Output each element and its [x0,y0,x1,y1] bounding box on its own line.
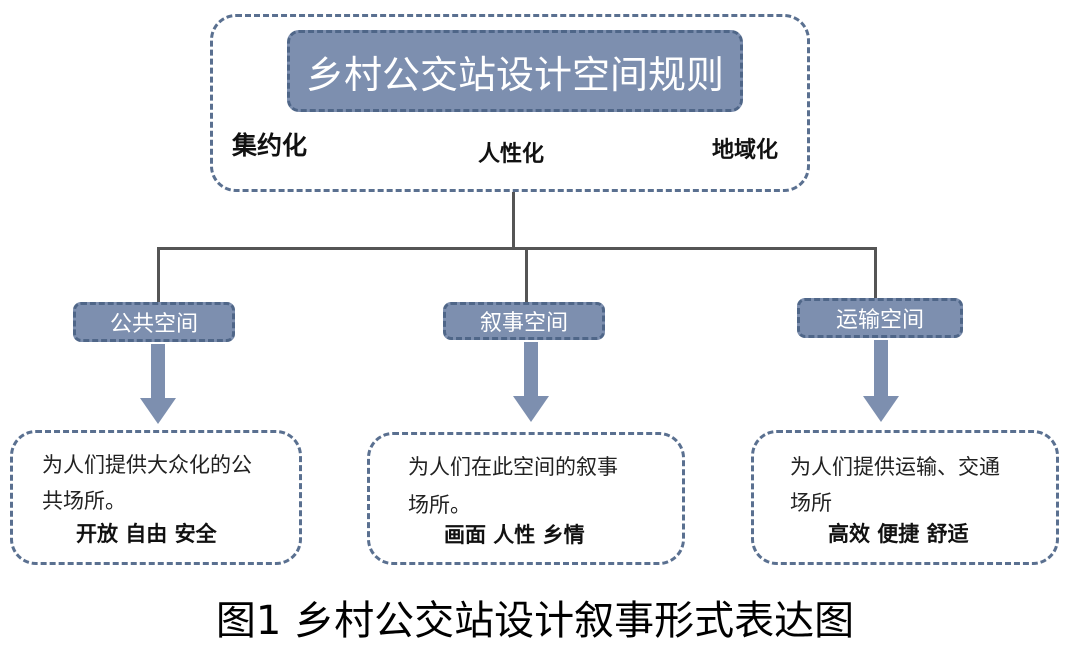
category-transport-space: 运输空间 [797,298,963,338]
principle-humanized: 人性化 [478,142,545,167]
principle-intensive: 集约化 [232,131,308,160]
public-space-box [10,430,302,565]
connector-trunk [512,192,515,249]
public-space-desc-line1: 为人们提供大众化的公 [42,453,252,477]
connector-middle [525,247,528,303]
connector-horizontal [157,247,877,250]
arrow-down-icon [513,342,549,422]
transport-space-desc-line1: 为人们提供运输、交通 [790,455,1000,479]
principle-regional: 地域化 [712,138,779,163]
transport-space-desc-line2: 场所 [790,491,832,515]
public-space-desc-line2: 共场所。 [42,489,126,513]
rules-container [210,14,810,192]
arrow-down-icon [863,340,899,422]
category-public-space: 公共空间 [73,302,235,342]
connector-left [157,247,160,303]
category-narrative-space: 叙事空间 [443,302,605,340]
narrative-space-desc-line1: 为人们在此空间的叙事 [408,455,618,479]
arrow-down-icon [140,344,176,424]
public-space-keywords: 开放 自由 安全 [76,522,217,546]
diagram-title: 乡村公交站设计空间规则 [287,30,743,112]
figure-caption: 图1 乡村公交站设计叙事形式表达图 [215,598,855,644]
narrative-space-box [367,432,685,565]
connector-right [874,247,877,300]
transport-space-keywords: 高效 便捷 舒适 [828,522,969,546]
narrative-space-desc-line2: 场所。 [408,493,471,517]
transport-space-box [751,430,1059,565]
narrative-space-keywords: 画面 人性 乡情 [444,523,585,547]
